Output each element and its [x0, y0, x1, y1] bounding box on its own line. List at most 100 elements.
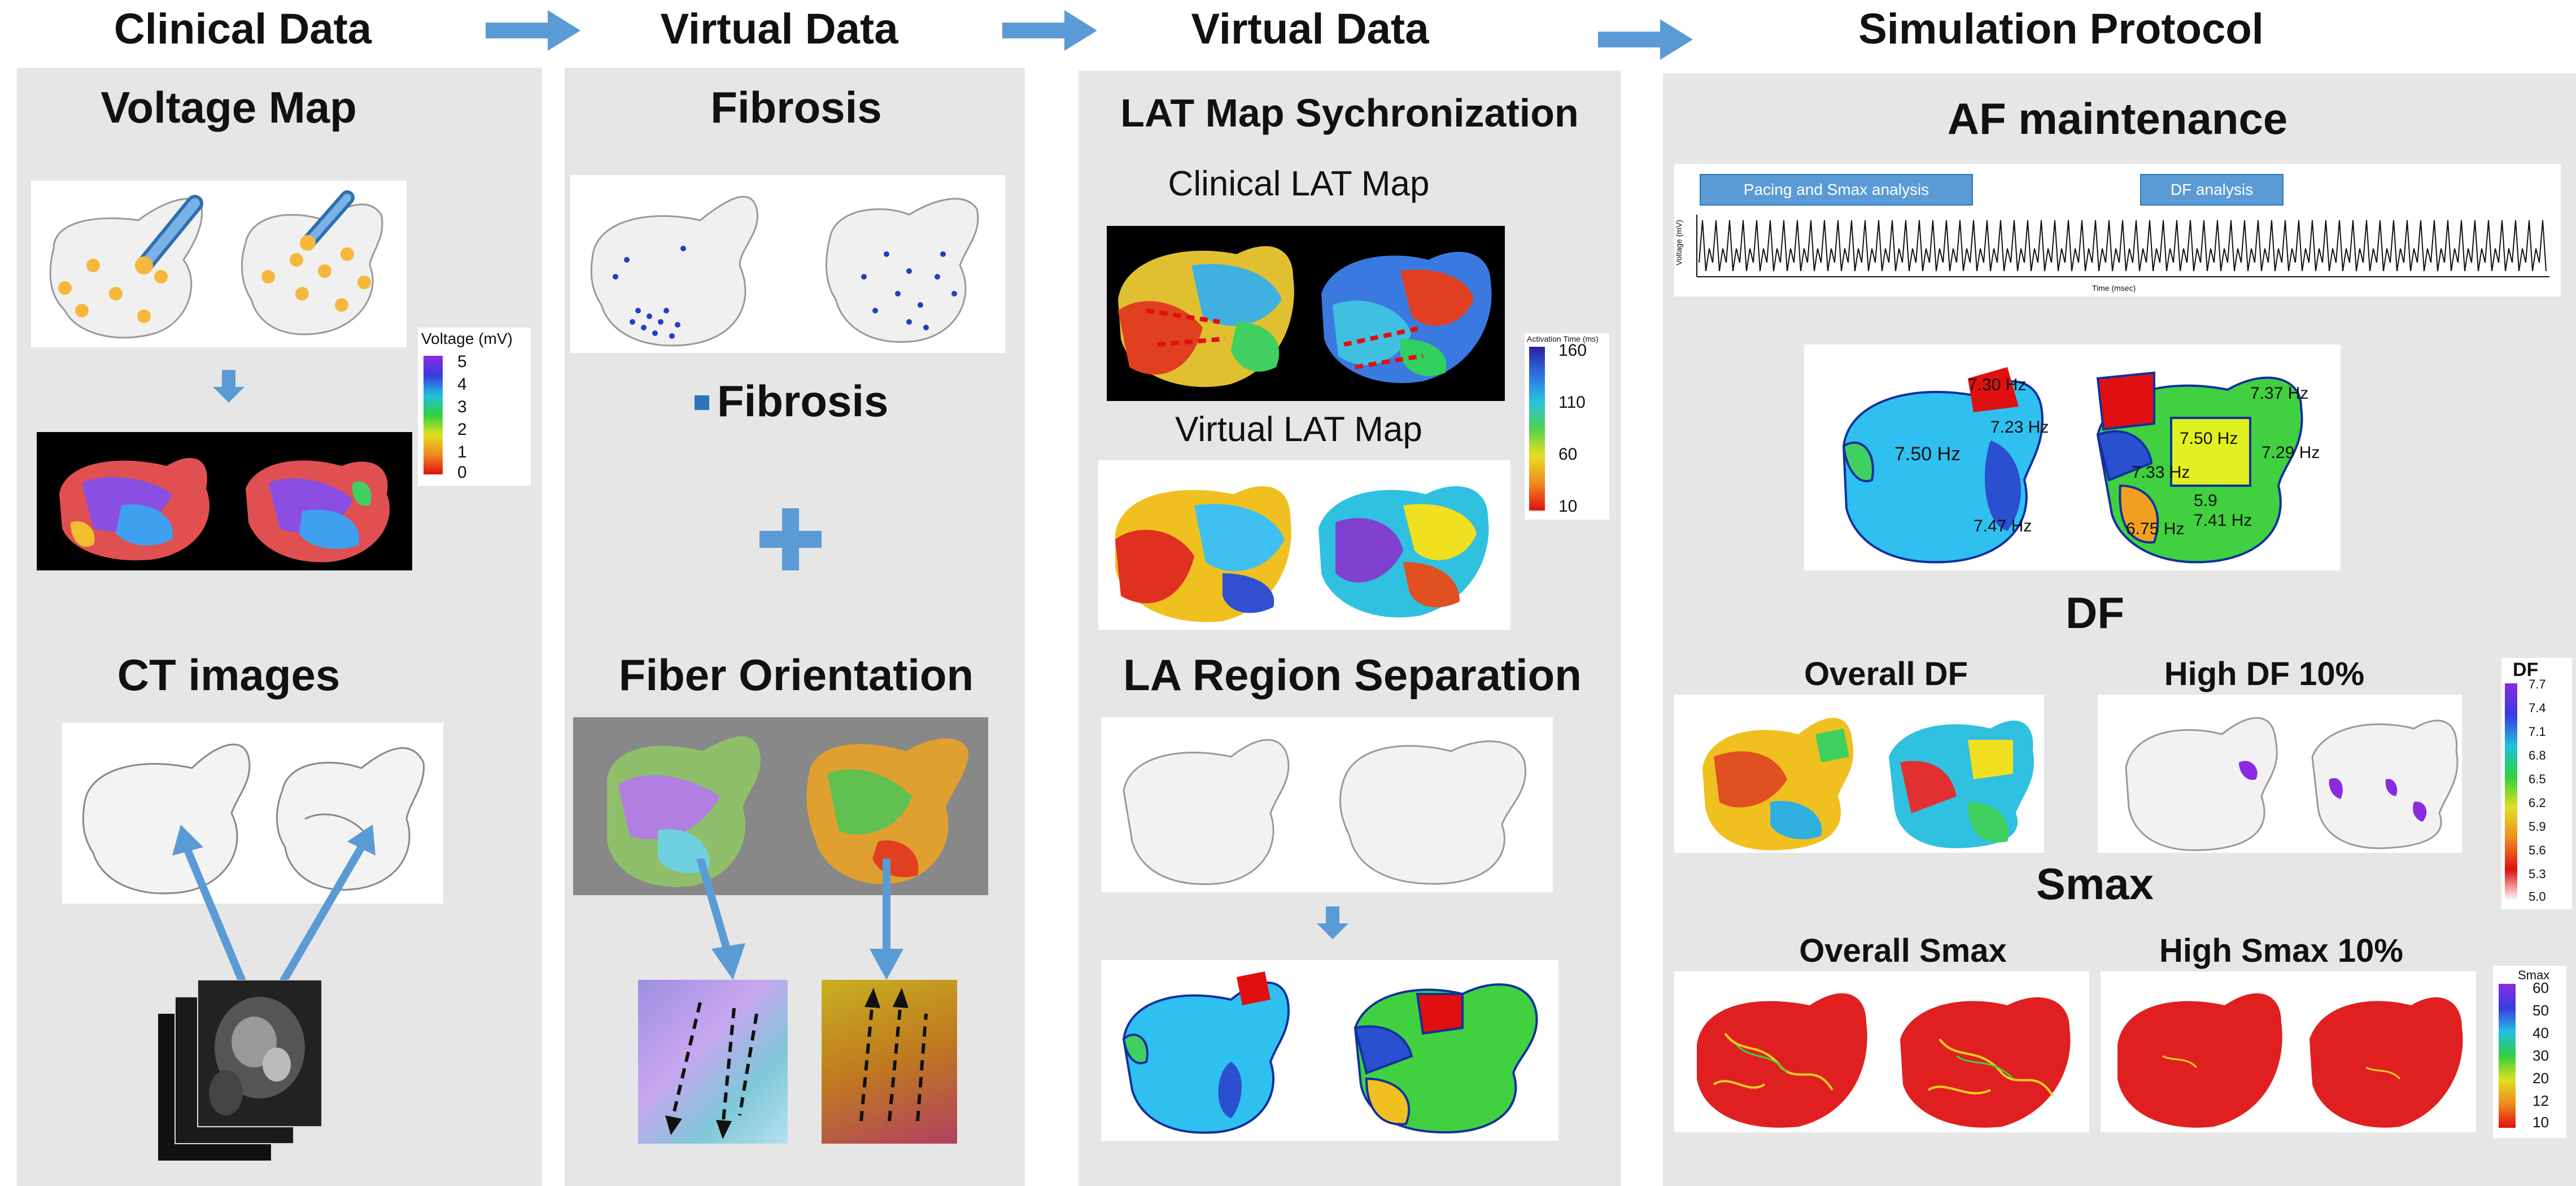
lat-sync-heading: LAT Map Sychronization: [1120, 91, 1579, 135]
voltage-tick-5: 5: [457, 352, 467, 371]
region-frequency-map: 7.30 Hz 7.50 Hz 7.23 Hz 7.47 Hz 7.37 Hz …: [1804, 345, 2341, 570]
freq-label-left-1: 7.50 Hz: [1894, 443, 1961, 465]
freq-label-right-5: 6.75 Hz: [2126, 520, 2185, 538]
voltage-tick-3: 3: [457, 398, 467, 416]
plus-icon: [759, 508, 822, 570]
af-trace-chart: Pacing and Smax analysis DF analysis Vol…: [1674, 164, 2561, 296]
flow-arrow-2-icon: [1002, 10, 1097, 51]
ct-slices-image: [158, 980, 328, 1166]
high-smax-heading: High Smax 10%: [2159, 932, 2403, 969]
fiber-orientation-image: [573, 717, 988, 895]
fiber-detail-right-image: [822, 980, 957, 1144]
smax-scale-title: Smax: [2518, 968, 2550, 982]
voltage-scale-legend: Voltage (mV) 5 4 3 2 1 0: [418, 328, 531, 486]
column-title-virtual-1: Virtual Data: [660, 5, 898, 53]
lat-color-bar: [1529, 347, 1545, 511]
clinical-voltage-map-image: [37, 432, 412, 570]
region-separation-image: [1101, 960, 1558, 1141]
flow-arrow-1-icon: [486, 10, 580, 51]
ct-images-heading: CT images: [117, 650, 340, 700]
freq-label-right-2: 7.29 Hz: [2261, 443, 2320, 462]
fiber-orientation-heading: Fiber Orientation: [618, 650, 974, 700]
df-scale-title: DF: [2513, 659, 2539, 681]
overall-smax-heading: Overall Smax: [1799, 932, 2007, 969]
df-tick-6-5: 6.5: [2529, 772, 2546, 786]
down-arrow-icon: [213, 370, 244, 403]
lat-tick-10: 10: [1558, 497, 1578, 516]
overall-df-heading: Overall DF: [1804, 656, 1968, 692]
fiber-zoom-arrows: [696, 858, 903, 980]
virtual-lat-heading: Virtual LAT Map: [1175, 410, 1422, 449]
smax-tick-10: 10: [2533, 1114, 2549, 1131]
fiber-detail-left-image: [638, 980, 788, 1144]
df-color-bar: [2505, 683, 2517, 901]
high-df-heading: High DF 10%: [2164, 656, 2365, 692]
fibrosis-anatomy-image: [570, 175, 1005, 353]
region-down-arrow-icon: [1317, 906, 1348, 939]
df-tick-5-3: 5.3: [2529, 867, 2546, 881]
voltage-map-heading: Voltage Map: [101, 82, 357, 132]
freq-label-left-0: 7.30 Hz: [1968, 376, 2027, 394]
lat-scale-legend: Activation Time (ms) 160 110 60 10: [1525, 333, 1609, 520]
column-title-simulation: Simulation Protocol: [1858, 5, 2264, 53]
fibrosis-heading: Fibrosis: [710, 82, 882, 132]
smax-scale-legend: Smax 60 50 40 30 20 12 10: [2493, 966, 2566, 1138]
lat-scale-title: Activation Time (ms): [1527, 334, 1599, 343]
voltage-tick-1: 1: [457, 443, 467, 461]
column-title-virtual-2: Virtual Data: [1191, 5, 1429, 53]
freq-label-left-2: 7.23 Hz: [1990, 418, 2049, 437]
lat-tick-60: 60: [1558, 445, 1578, 464]
smax-color-bar: [2499, 984, 2516, 1128]
fibrosis-legend-label: Fibrosis: [717, 376, 889, 426]
virtual-lat-map-image: [1098, 460, 1510, 630]
voltage-tick-2: 2: [457, 420, 467, 439]
clinical-lat-map-image: [1107, 226, 1505, 401]
flow-arrow-3-icon: [1598, 19, 1693, 60]
voltage-tick-4: 4: [457, 375, 467, 394]
smax-tick-20: 20: [2533, 1070, 2549, 1087]
clinical-lat-heading: Clinical LAT Map: [1168, 164, 1430, 203]
voltage-scale-title: Voltage (mV): [421, 330, 513, 347]
smax-tick-30: 30: [2533, 1047, 2549, 1064]
freq-label-right-4: 5.9: [2194, 491, 2217, 510]
smax-tick-12: 12: [2533, 1092, 2549, 1109]
overall-df-image: [1674, 695, 2044, 853]
trace-ylabel: Voltage (mV): [1674, 220, 1683, 265]
high-df-image: [2098, 695, 2462, 853]
ct-to-anatomy-arrows: [172, 825, 376, 985]
df-analysis-tag: DF analysis: [2140, 174, 2284, 206]
freq-label-right-1: 7.50 Hz: [2180, 429, 2238, 448]
df-tick-7-7: 7.7: [2529, 677, 2546, 691]
region-separation-heading: LA Region Separation: [1123, 650, 1582, 700]
ct-anatomy-image: [62, 723, 443, 904]
smax-tick-60: 60: [2533, 979, 2549, 996]
trace-xlabel: Time (msec): [2092, 284, 2136, 293]
df-tick-5-0: 5.0: [2529, 890, 2546, 904]
df-tick-7-1: 7.1: [2529, 725, 2546, 739]
freq-label-right-6: 7.41 Hz: [2194, 511, 2252, 530]
freq-label-right-3: 7.33 Hz: [2132, 463, 2190, 482]
lat-tick-110: 110: [1558, 393, 1586, 412]
freq-label-right-0: 7.37 Hz: [2250, 384, 2309, 403]
freq-label-left-3: 7.47 Hz: [1974, 517, 2032, 535]
df-scale-legend: DF 7.7 7.4 7.1 6.8 6.5 6.2 5.9 5.6 5.3 5…: [2501, 658, 2572, 909]
df-tick-5-6: 5.6: [2529, 843, 2546, 857]
voltage-color-bar: [423, 356, 443, 474]
df-heading: DF: [2066, 588, 2124, 638]
high-smax-image: [2101, 971, 2476, 1132]
overall-smax-image: [1674, 971, 2089, 1132]
af-trace-line: [1699, 220, 2547, 272]
af-maintenance-heading: AF maintenance: [1947, 94, 2288, 143]
df-tick-6-8: 6.8: [2529, 748, 2546, 762]
smax-heading: Smax: [2036, 859, 2154, 909]
column-title-clinical: Clinical Data: [113, 5, 372, 53]
region-anatomy-image: [1101, 717, 1553, 892]
lat-tick-160: 160: [1558, 341, 1587, 360]
smax-tick-40: 40: [2533, 1024, 2549, 1041]
voltage-map-anatomy-image: [31, 181, 407, 347]
smax-tick-50: 50: [2533, 1002, 2549, 1019]
fibrosis-legend-swatch: [695, 395, 709, 410]
pacing-smax-tag: Pacing and Smax analysis: [1700, 174, 1973, 206]
voltage-tick-0: 0: [457, 463, 467, 482]
df-tick-5-9: 5.9: [2529, 819, 2546, 834]
